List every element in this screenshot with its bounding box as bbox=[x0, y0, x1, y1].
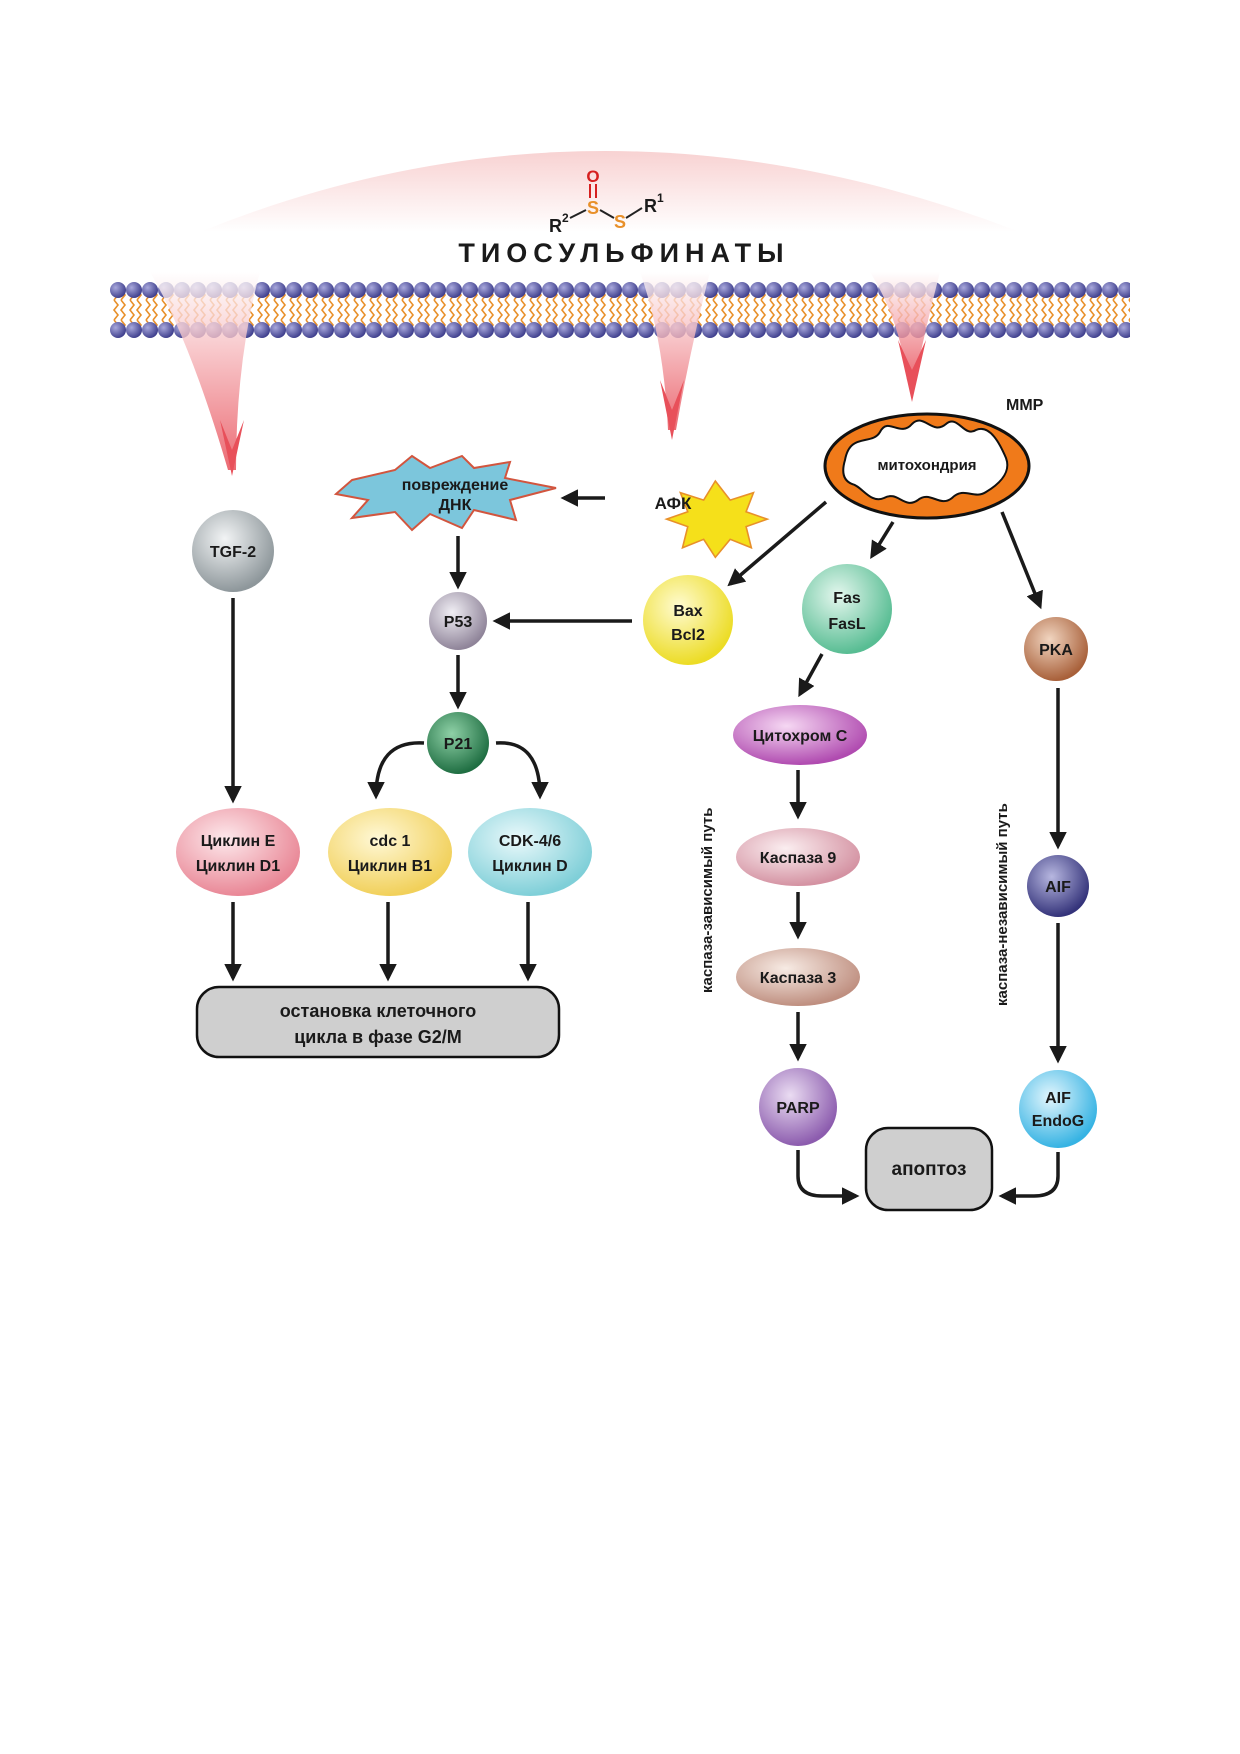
arrow-p21-to-cdc1 bbox=[367, 741, 425, 800]
arrow-mito-to-fas bbox=[870, 521, 895, 559]
atom-s2: S bbox=[614, 212, 626, 232]
atom-o: O bbox=[586, 167, 599, 186]
influx-funnel-middle bbox=[640, 272, 710, 430]
afk-label: АФК bbox=[655, 494, 692, 513]
diagram-title: ТИОСУЛЬФИНАТЫ bbox=[458, 238, 789, 268]
p53-node: P53 bbox=[429, 592, 487, 650]
cytochrome-c-node: Цитохром С bbox=[733, 705, 867, 765]
pka-node: PKA bbox=[1024, 617, 1088, 681]
arrows bbox=[224, 489, 1067, 1205]
atom-r2-sup: 2 bbox=[562, 211, 569, 225]
mitochondria: митохондрия bbox=[823, 412, 1031, 520]
aif-endog-label-2: EndoG bbox=[1032, 1113, 1084, 1130]
fas-fasl-node: Fas FasL bbox=[802, 564, 892, 654]
caspase9-label: Каспаза 9 bbox=[760, 850, 837, 867]
cdc1-label: cdc 1 bbox=[370, 833, 411, 850]
bcl2-label: Bcl2 bbox=[671, 627, 705, 644]
dna-damage-node: повреждение ДНК bbox=[333, 454, 557, 532]
afk-node: АФК bbox=[655, 479, 770, 559]
caspase3-node: Каспаза 3 bbox=[736, 948, 860, 1006]
cell-membrane bbox=[110, 280, 1130, 342]
bax-label: Bax bbox=[673, 603, 702, 620]
aif-label: AIF bbox=[1045, 879, 1071, 896]
atom-s1: S bbox=[587, 198, 599, 218]
aif-endog-node: AIF EndoG bbox=[1019, 1070, 1097, 1148]
tgf2-label: TGF-2 bbox=[210, 544, 256, 561]
cyclin-e-label: Циклин E bbox=[201, 833, 276, 850]
arrow-mito-to-bax bbox=[727, 500, 828, 587]
atom-r1-sup: 1 bbox=[657, 191, 664, 205]
p21-node: P21 bbox=[427, 712, 489, 774]
cdk46-cyclin-d-node: CDK-4/6 Циклин D bbox=[468, 808, 592, 896]
cyclin-d1-label: Циклин D1 bbox=[196, 858, 280, 875]
parp-label: PARP bbox=[776, 1100, 820, 1117]
pka-label: PKA bbox=[1039, 642, 1073, 659]
tgf2-node: TGF-2 bbox=[192, 510, 274, 592]
atom-r1: R bbox=[644, 196, 657, 216]
caspase9-node: Каспаза 9 bbox=[736, 828, 860, 886]
apoptosis-label: апоптоз bbox=[892, 1159, 967, 1180]
arrow-fas-to-cytochrome bbox=[798, 653, 824, 698]
thiosulfinate-dome bbox=[200, 151, 1020, 232]
cyclin-d-label: Циклин D bbox=[492, 858, 567, 875]
dna-damage-label-2: ДНК bbox=[439, 497, 472, 514]
fasl-label: FasL bbox=[828, 616, 866, 633]
apoptosis-box: апоптоз bbox=[864, 1126, 994, 1212]
thiosulfinate-molecule: O S S R 2 R 1 bbox=[549, 167, 664, 236]
arrest-label-1: остановка клеточного bbox=[280, 1001, 476, 1021]
cdc1-cyclin-b1-node: cdc 1 Циклин B1 bbox=[328, 808, 452, 896]
aif-node: AIF bbox=[1027, 855, 1089, 917]
cell-cycle-arrest-box: остановка клеточного цикла в фазе G2/M bbox=[195, 985, 561, 1059]
arrow-mito-to-pka bbox=[1000, 511, 1043, 610]
bax-bcl2-node: Bax Bcl2 bbox=[643, 575, 733, 665]
p53-label: P53 bbox=[444, 614, 473, 631]
dna-damage-label-1: повреждение bbox=[402, 477, 509, 494]
arrow-aif-endog-to-apoptosis bbox=[998, 1152, 1060, 1205]
arrest-label-2: цикла в фазе G2/M bbox=[294, 1027, 462, 1047]
atom-r2: R bbox=[549, 216, 562, 236]
p21-label: P21 bbox=[444, 736, 473, 753]
influx-funnel-right bbox=[870, 272, 940, 380]
cyclin-b1-label: Циклин B1 bbox=[348, 858, 432, 875]
caspase-dependent-label: каспаза-зависимый путь bbox=[699, 808, 716, 993]
caspase3-label: Каспаза 3 bbox=[760, 970, 837, 987]
arrow-parp-to-apoptosis bbox=[796, 1150, 860, 1205]
mitochondria-label: митохондрия bbox=[877, 457, 976, 474]
influx-funnel-left bbox=[150, 272, 260, 470]
influx-funnels bbox=[150, 272, 940, 476]
arrow-p21-to-cdk46 bbox=[495, 741, 549, 800]
cytochrome-c-label: Цитохром С bbox=[753, 728, 848, 745]
cdk46-label: CDK-4/6 bbox=[499, 833, 561, 850]
mmp-label: MMP bbox=[1006, 397, 1044, 414]
aif-endog-label-1: AIF bbox=[1045, 1090, 1071, 1107]
caspase-independent-label: каспаза-независимый путь bbox=[994, 803, 1011, 1006]
fas-label: Fas bbox=[833, 590, 861, 607]
parp-node: PARP bbox=[759, 1068, 837, 1146]
cyclin-e-d1-node: Циклин E Циклин D1 bbox=[176, 808, 300, 896]
